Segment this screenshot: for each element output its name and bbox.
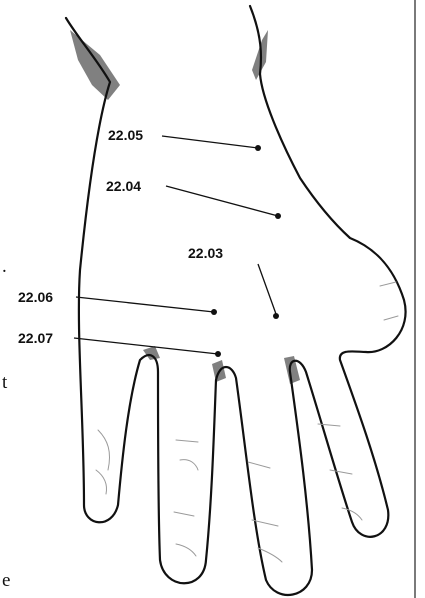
hand-outline	[66, 6, 406, 595]
point-22-07	[215, 351, 221, 357]
leader-22-05	[162, 136, 258, 148]
label-22-03: 22.03	[188, 245, 223, 261]
point-22-03	[273, 313, 279, 319]
wrist-shade-left	[70, 30, 120, 100]
point-22-06	[211, 309, 217, 315]
leader-22-06	[76, 297, 214, 312]
margin-fragment-2: t	[2, 372, 8, 393]
finger-base-shade-1	[143, 346, 160, 360]
leader-22-03	[258, 264, 276, 314]
leader-22-04	[166, 186, 278, 216]
label-22-06: 22.06	[18, 289, 53, 305]
margin-fragment-3: e	[2, 570, 10, 591]
label-22-05: 22.05	[108, 127, 143, 143]
label-22-04: 22.04	[106, 178, 141, 194]
hand-creases	[96, 282, 398, 562]
point-22-05	[255, 145, 261, 151]
label-22-07: 22.07	[18, 330, 53, 346]
margin-fragment-1: .	[2, 256, 7, 277]
point-22-04	[275, 213, 281, 219]
